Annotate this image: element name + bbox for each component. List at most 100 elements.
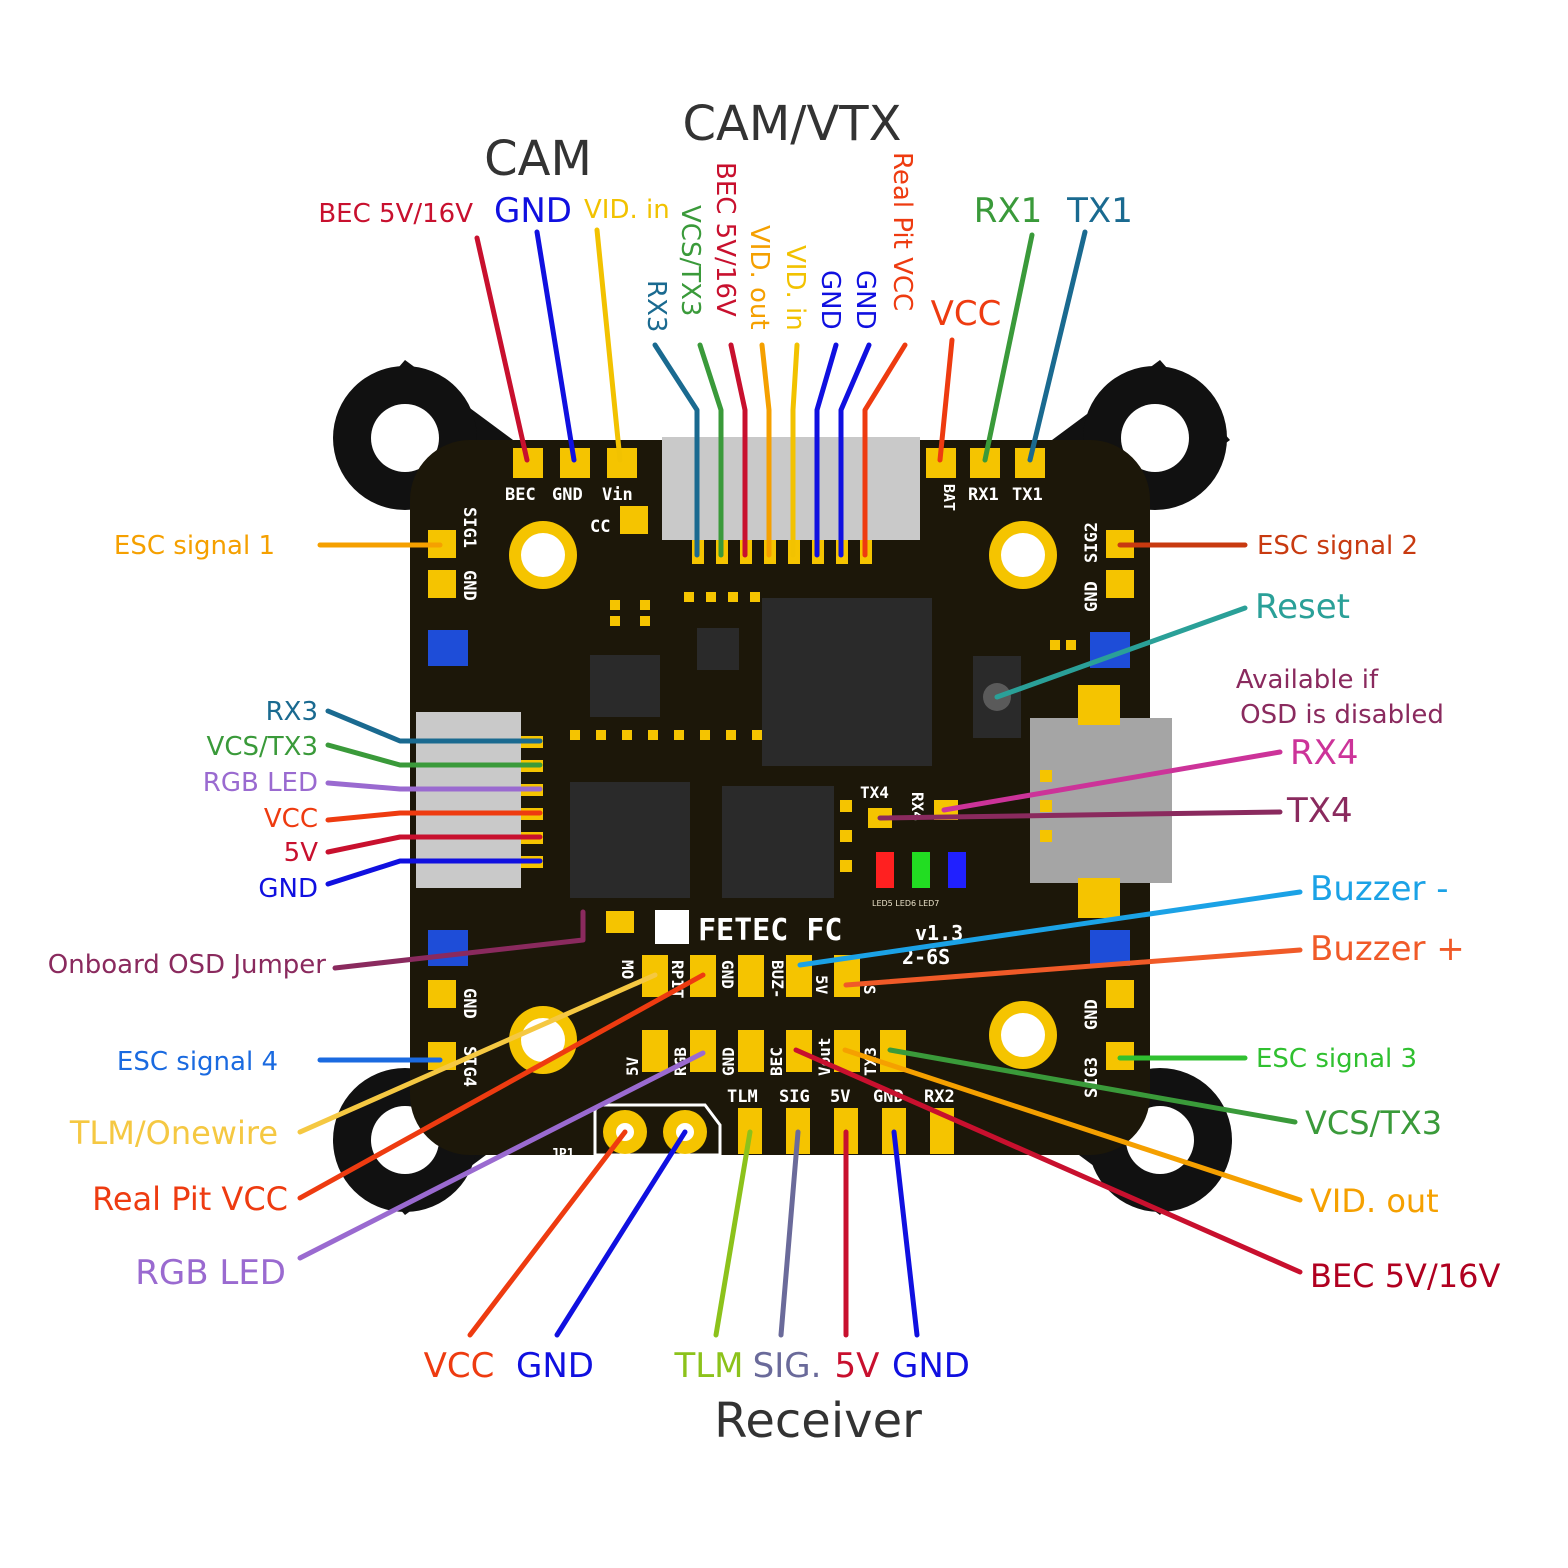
power-connector <box>1030 718 1172 883</box>
wire-top-vidin <box>594 227 623 463</box>
wire-rx4 <box>941 749 1283 813</box>
pad-row-1 <box>642 955 860 997</box>
wire-left-rgb <box>325 780 543 792</box>
label-bottom-sig: SIG. <box>753 1346 822 1386</box>
wire-buzzer-minus <box>797 889 1303 968</box>
silk-row2-3: BEC <box>767 1047 786 1076</box>
led5-red <box>876 852 894 888</box>
wire-top-vcc <box>937 337 955 463</box>
wire-vtx-gnd2 <box>838 342 872 558</box>
wire-right-bec <box>793 1047 1303 1275</box>
silk-row1-2: GND <box>718 960 737 989</box>
leader-lines <box>297 227 1303 1338</box>
silk-sig1: SIG1 <box>459 507 479 548</box>
label-vtx-gnd2: GND <box>850 270 880 330</box>
power-pad-bottom <box>1078 878 1120 918</box>
silk-row1-3: BUZ- <box>768 960 787 999</box>
silk-row2-2: GND <box>719 1047 738 1076</box>
label-available-2: OSD is disabled <box>1240 700 1444 730</box>
wire-top-rx1 <box>982 232 1035 463</box>
label-esc-signal-2: ESC signal 2 <box>1257 531 1418 561</box>
wire-bottom-gnd2 <box>891 1129 920 1338</box>
label-right-bec: BEC 5V/16V <box>1310 1257 1500 1295</box>
board: BEC GND Vin CC RX1 TX1 BAT SIG1 GND SIG2… <box>333 360 1232 1215</box>
wire-left-5v <box>325 834 543 855</box>
label-vtx-vidout: VID. out <box>744 225 774 330</box>
label-left-rgb: RGB LED <box>203 768 318 798</box>
label-left-gnd: GND <box>258 874 318 904</box>
wire-vtx-realpit <box>862 342 908 558</box>
silk-rx-2: 5V <box>830 1087 850 1107</box>
silk-tx4: TX4 <box>860 783 889 802</box>
label-left-rx3: RX3 <box>266 697 318 727</box>
silk-tx1: TX1 <box>1012 485 1043 505</box>
label-rgb-led-big: RGB LED <box>135 1253 286 1293</box>
wire-osd-jumper <box>332 909 586 971</box>
label-vtx-vidin: VID. in <box>780 245 810 331</box>
silk-bat: BAT <box>940 484 958 511</box>
label-tlm-onewire: TLM/Onewire <box>69 1114 278 1152</box>
wire-vtx-vcstx3 <box>697 342 724 558</box>
label-left-vcc: VCC <box>264 804 318 834</box>
silk-row1-5: S <box>860 985 879 995</box>
wire-vtx-vidout <box>759 342 772 558</box>
wire-top-bec <box>474 235 530 463</box>
wire-rgb-led <box>297 1050 706 1261</box>
led6-green <box>912 852 930 888</box>
chips <box>570 598 1021 898</box>
label-reset: Reset <box>1255 587 1350 627</box>
label-bottom-gnd2: GND <box>892 1346 970 1386</box>
silk-sig3: SIG3 <box>1082 1057 1102 1098</box>
top-pads <box>513 448 1045 534</box>
wire-bottom-sig <box>778 1129 801 1338</box>
wire-right-vidout <box>842 1047 1303 1203</box>
silk-rx4: RX4 <box>908 792 927 821</box>
label-vtx-realpit: Real Pit VCC <box>887 152 917 311</box>
heading-cam: CAM <box>484 131 592 187</box>
wire-vtx-bec <box>728 342 748 558</box>
silk-row1-0: MO <box>618 960 637 979</box>
label-right-vidout: VID. out <box>1310 1182 1439 1220</box>
silk-row2-0: 5V <box>623 1056 642 1076</box>
wire-top-tx1 <box>1027 229 1088 463</box>
wire-real-pit <box>297 972 706 1201</box>
label-vtx-gnd1: GND <box>815 270 845 330</box>
silk-gnd-r2: GND <box>1082 999 1102 1030</box>
label-top-vidin: VID. in <box>584 195 670 225</box>
label-tx4: TX4 <box>1286 791 1353 831</box>
silk-vin: Vin <box>602 485 633 505</box>
wire-vtx-gnd1 <box>814 342 839 558</box>
wire-bottom-gnd <box>554 1129 688 1338</box>
silk-rx-4: RX2 <box>924 1087 955 1107</box>
label-top-vcc: VCC <box>931 294 1002 334</box>
wire-top-gnd <box>534 229 577 463</box>
wire-tlm-onewire <box>297 972 658 1135</box>
label-bottom-gnd: GND <box>516 1346 594 1386</box>
label-vtx-bec: BEC 5V/16V <box>710 162 740 317</box>
label-buzzer-plus: Buzzer + <box>1310 929 1465 969</box>
wire-right-vcstx3 <box>887 1047 1298 1125</box>
wire-bottom-vcc <box>467 1129 628 1338</box>
board-holes <box>509 521 1057 1074</box>
wire-left-gnd <box>325 858 543 887</box>
wire-vtx-vidin <box>790 342 800 558</box>
silk-sig2: SIG2 <box>1082 522 1102 563</box>
label-left-vcstx3: VCS/TX3 <box>207 732 318 762</box>
label-left-5v: 5V <box>284 838 319 868</box>
silk-gnd: GND <box>552 485 583 505</box>
label-vtx-vcstx3: VCS/TX3 <box>675 205 705 316</box>
wire-bottom-tlm <box>713 1129 753 1338</box>
wire-buzzer-plus <box>843 947 1303 988</box>
wire-reset <box>994 605 1248 700</box>
brand-logo-box <box>655 910 689 944</box>
osd-jumper-pads <box>606 911 634 933</box>
silk-cc: CC <box>590 517 610 537</box>
label-top-rx1: RX1 <box>974 191 1043 231</box>
heading-cam-vtx: CAM/VTX <box>683 96 902 152</box>
label-available-1: Available if <box>1236 665 1379 695</box>
silk-jp1: JP1 <box>551 1147 575 1162</box>
led7-blue <box>948 852 966 888</box>
labels: CAM CAM/VTX Receiver BEC 5V/16V GND VID.… <box>48 96 1501 1449</box>
wire-left-rx3 <box>325 708 543 744</box>
